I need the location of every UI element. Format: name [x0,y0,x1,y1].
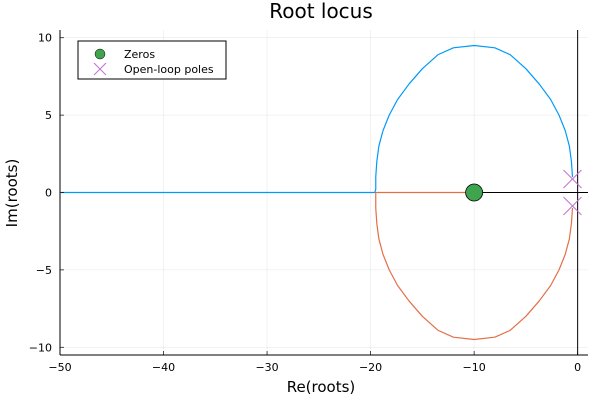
legend-pole-x [93,62,107,76]
x-tick-label: −40 [152,361,175,374]
legend-zeros-label: Zeros [124,48,155,61]
markers-group [465,169,582,216]
legend-poles-marker [93,62,107,76]
x-tick-label: −10 [463,361,486,374]
pole-marker [563,196,582,216]
legend-box [77,40,227,80]
pole-marker [563,169,582,189]
legend-poles-label: Open-loop poles [124,63,214,76]
y-tick-label: −10 [29,341,52,354]
x-tick-label: −30 [255,361,278,374]
legend-pole-x-stroke-b [93,62,107,76]
legend: Zeros Open-loop poles [77,40,227,80]
legend-zeros-marker [94,48,106,60]
series-group [60,44,574,341]
zero-marker [465,183,484,202]
y-tick-label: 0 [45,187,52,200]
x-tick-label: 0 [574,361,581,374]
pole-marker-stroke-b [563,169,582,189]
y-axis-label: Im(roots) [3,159,21,228]
locus-branch-2 [375,191,574,341]
y-tick-label: 5 [45,109,52,122]
chart-title: Root locus [269,0,373,23]
x-tick-label: −50 [48,361,71,374]
locus-branch-1 [60,44,574,194]
pole-marker-stroke-b [563,196,582,216]
x-axis-label: Re(roots) [287,378,356,396]
y-tick-label: 10 [38,32,52,45]
y-tick-label: −5 [36,264,52,277]
x-tick-label: −20 [359,361,382,374]
